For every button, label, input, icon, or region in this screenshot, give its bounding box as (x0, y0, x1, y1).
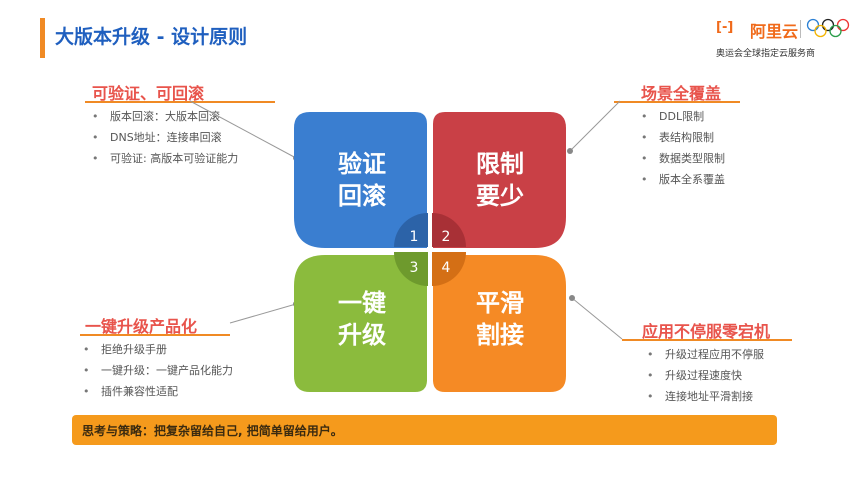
quadrant-2-label-line2: 要少 (476, 182, 524, 210)
quadrant-4-label-line1: 平滑 (476, 289, 524, 317)
quadrant-2-disc (432, 213, 466, 247)
aliyun-logo-icon: [-] (716, 20, 734, 35)
list-one-click-upgrade: 拒绝升级手册 一键升级：一键产品化能力 插件兼容性适配 (83, 339, 233, 402)
section-heading-zero-downtime: 应用不停服零宕机 (642, 322, 771, 341)
list-zero-downtime: 升级过程应用不停服 升级过程速度快 连接地址平滑割接 (647, 344, 764, 407)
quadrant-4-number: 4 (442, 260, 451, 276)
quadrant-4-label-line2: 割接 (476, 321, 524, 349)
list-item: 数据类型限制 (641, 148, 725, 169)
quadrant-3-tile (294, 255, 427, 392)
four-quadrant-diagram: 验证 回滚 限制 要少 一键 升级 平滑 割接 1 2 3 4 (294, 112, 566, 392)
quadrant-3-disc (394, 252, 428, 286)
quadrant-3-number: 3 (410, 260, 419, 276)
section-underline (80, 334, 230, 336)
quadrant-4-tile (433, 255, 566, 392)
title-accent-bar (40, 18, 45, 58)
strategy-banner: 思考与策略：把复杂留给自己, 把简单留给用户。 (72, 415, 777, 445)
section-heading-verify-rollback: 可验证、可回滚 (92, 84, 205, 103)
list-item: 插件兼容性适配 (83, 381, 233, 402)
list-item: 表结构限制 (641, 127, 725, 148)
olympic-rings-icon (806, 18, 850, 38)
list-item: 拒绝升级手册 (83, 339, 233, 360)
list-item: 升级过程速度快 (647, 365, 764, 386)
quadrant-3-label-line1: 一键 (338, 289, 386, 317)
quadrant-4-disc (432, 252, 466, 286)
section-underline (614, 101, 740, 103)
quadrant-1-number: 1 (410, 229, 419, 245)
strategy-banner-text: 思考与策略：把复杂留给自己, 把简单留给用户。 (82, 424, 343, 438)
list-item: DNS地址：连接串回滚 (92, 127, 238, 148)
list-item: 可验证: 高版本可验证能力 (92, 148, 238, 169)
list-item: 版本全系覆盖 (641, 169, 725, 190)
list-item: 一键升级：一键产品化能力 (83, 360, 233, 381)
quadrant-3-label-line2: 升级 (338, 321, 386, 349)
quadrant-2-tile (433, 112, 566, 248)
section-heading-full-coverage: 场景全覆盖 (641, 84, 722, 103)
quadrant-2-label-line1: 限制 (476, 150, 524, 178)
brand-subtitle: 奥运会全球指定云服务商 (716, 49, 816, 59)
list-full-coverage: DDL限制 表结构限制 数据类型限制 版本全系覆盖 (641, 106, 725, 190)
list-item: 版本回滚：大版本回滚 (92, 106, 238, 127)
list-item: DDL限制 (641, 106, 725, 127)
section-underline (622, 339, 792, 341)
list-item: 升级过程应用不停服 (647, 344, 764, 365)
quadrant-1-disc (394, 213, 428, 247)
list-item: 连接地址平滑割接 (647, 386, 764, 407)
brand-logo: [-] 阿里云 奥运会全球指定云服务商 (716, 18, 856, 60)
quadrant-2-number: 2 (442, 229, 451, 245)
quadrant-1-label-line2: 回滚 (338, 182, 387, 210)
list-verify-rollback: 版本回滚：大版本回滚 DNS地址：连接串回滚 可验证: 高版本可验证能力 (92, 106, 238, 169)
quadrant-1-tile (294, 112, 427, 248)
quadrant-1-label-line1: 验证 (338, 150, 386, 178)
brand-separator (800, 20, 801, 38)
section-underline (85, 101, 275, 103)
page-title: 大版本升级 - 设计原则 (55, 26, 248, 48)
brand-name: 阿里云 (750, 22, 799, 41)
section-heading-one-click-upgrade: 一键升级产品化 (85, 317, 198, 336)
